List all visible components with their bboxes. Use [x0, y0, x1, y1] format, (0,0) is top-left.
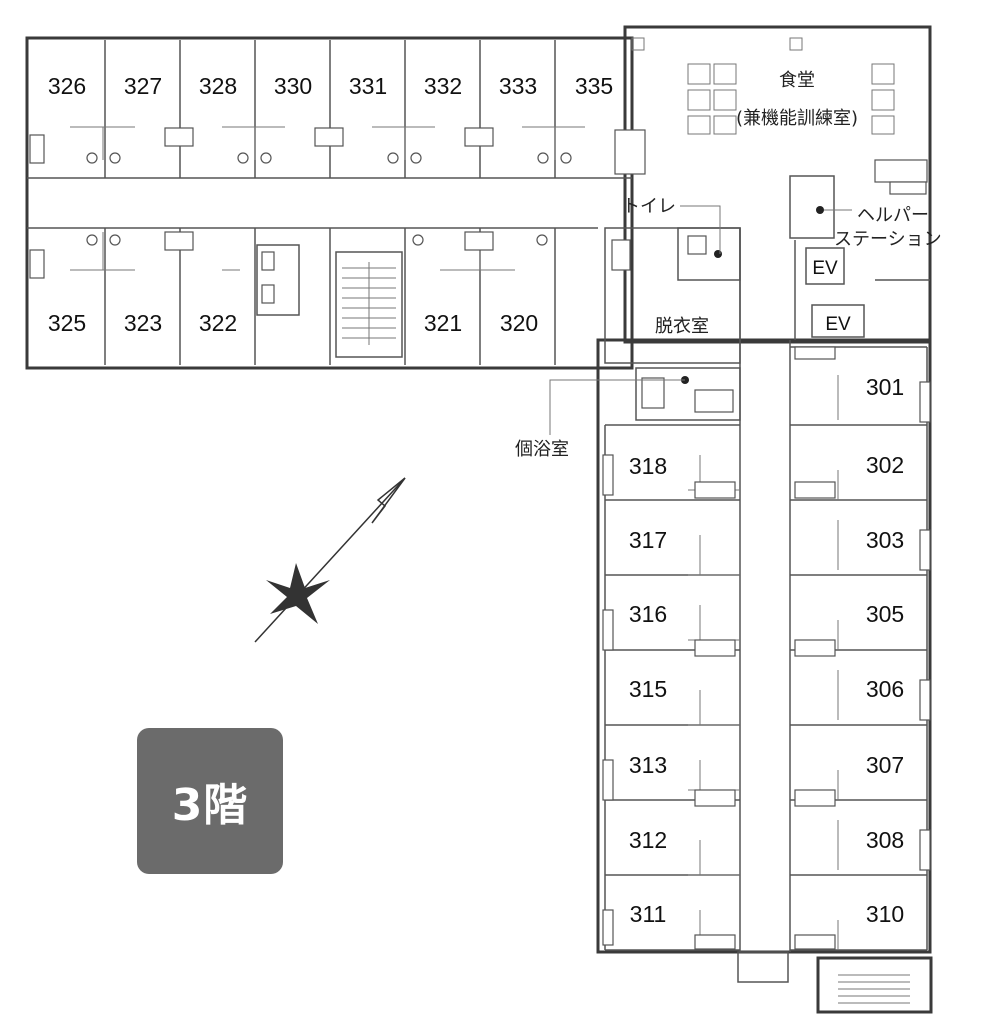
- room-label: 333: [499, 73, 537, 99]
- ev-label-upper: EV: [812, 258, 838, 279]
- dining-furniture: [631, 37, 895, 135]
- east-wing-rooms: [602, 228, 931, 1004]
- room-label: 321: [424, 310, 462, 336]
- dining-block-outline: [623, 25, 932, 344]
- helper-station-label: ヘルパー: [857, 205, 929, 226]
- north-rooms: [27, 40, 646, 229]
- room-label: 308: [866, 827, 904, 853]
- ev-label-lower: EV: [825, 314, 851, 335]
- room-label: 335: [575, 73, 613, 99]
- room-numbers-south: 325 323 322 321 320: [48, 310, 538, 336]
- room-numbers-north: 326 327 328 330 331 332 333 335: [48, 73, 613, 99]
- changing-room-label: 脱衣室: [655, 316, 709, 337]
- private-bath-label: 個浴室: [515, 439, 569, 460]
- room-label: 310: [866, 901, 904, 927]
- room-label: 313: [629, 752, 667, 778]
- room-label: 305: [866, 601, 904, 627]
- dining-label: 食堂: [779, 70, 815, 91]
- room-label: 327: [124, 73, 162, 99]
- toilet-outline: [677, 227, 741, 281]
- helper-station-area: [789, 159, 930, 340]
- ev-upper-box: [805, 247, 845, 285]
- helper-station-marker: [816, 206, 824, 214]
- room-label: 306: [866, 676, 904, 702]
- compass-icon: [254, 477, 406, 643]
- outer-walls: [25, 25, 933, 1014]
- room-label: 328: [199, 73, 237, 99]
- ev-lower-box: [811, 304, 865, 338]
- toilet-leader-line: [680, 205, 721, 254]
- helper-station-sublabel: ステーション: [834, 229, 942, 250]
- room-label: 301: [866, 374, 904, 400]
- east-wing-outline: [596, 338, 932, 954]
- bath-leader-line: [549, 379, 685, 435]
- floor-label: 3階: [171, 780, 249, 831]
- stair-block-outline: [816, 956, 933, 1014]
- room-label: 332: [424, 73, 462, 99]
- room-label: 316: [629, 601, 667, 627]
- room-label: 315: [629, 676, 667, 702]
- west-wing-outline: [25, 36, 634, 370]
- room-label: 303: [866, 527, 904, 553]
- floor-badge: 3階: [137, 728, 283, 874]
- room-numbers-east-west: 318 317 316 315 313 312 311: [629, 453, 667, 927]
- room-label: 311: [630, 901, 667, 927]
- toilet-label: トイレ: [622, 196, 676, 217]
- room-label: 320: [500, 310, 538, 336]
- south-rooms: [29, 228, 556, 365]
- entry-door-frame: [737, 951, 789, 983]
- room-label: 322: [199, 310, 237, 336]
- stairwell: [335, 251, 403, 358]
- facility-labels: 食堂 (兼機能訓練室) トイレ ヘルパー ステーション 脱衣室 個浴室 EV E…: [515, 70, 942, 460]
- room-label: 307: [866, 752, 904, 778]
- room-label: 317: [629, 527, 667, 553]
- room-label: 326: [48, 73, 86, 99]
- dining-sublabel: (兼機能訓練室): [736, 108, 858, 129]
- room-label: 325: [48, 310, 86, 336]
- room-numbers-east-east: 301 302 303 305 306 307 308 310: [866, 374, 904, 927]
- room-label: 312: [629, 827, 667, 853]
- room-label: 323: [124, 310, 162, 336]
- room-label: 302: [866, 452, 904, 478]
- room-label: 331: [349, 73, 387, 99]
- room-label: 318: [629, 453, 667, 479]
- room-label: 330: [274, 73, 312, 99]
